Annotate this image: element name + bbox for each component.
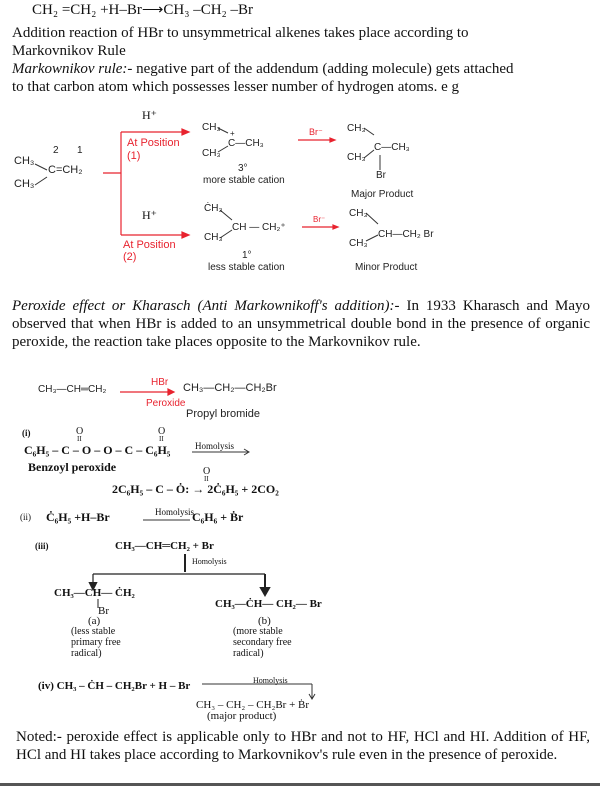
propene: CH₃—CH═CH₂ bbox=[38, 384, 107, 395]
cation1-ch3-bottom: CH₃ bbox=[202, 148, 221, 159]
product2-ch3-bottom: CH₃ bbox=[349, 238, 368, 249]
step-iii-reactant: CH₃—CH═CH₂ + Br bbox=[115, 540, 214, 552]
double-bond-3: II bbox=[204, 475, 209, 483]
radical-a-label: (a) bbox=[88, 615, 101, 627]
step-i-second: 2C₆H₅ – C – Ȯ: → 2Ċ₆H₅ + 2CO₂ bbox=[112, 482, 279, 496]
markovnikov-rule: Markownikov rule:- negative part of the … bbox=[12, 61, 514, 78]
reagent-h-plus-1: H⁺ bbox=[142, 108, 157, 122]
carbonyl-o-3: O bbox=[203, 466, 211, 477]
homolysis-label-2: Homolysis bbox=[155, 507, 195, 517]
product2-ch: CH—CH₂ Br bbox=[378, 229, 434, 240]
position-2-number: (2) bbox=[123, 251, 137, 263]
homolysis-label-4: Homolysis bbox=[253, 676, 288, 685]
propyl-bromide-formula: CH₃—CH₂—CH₂Br bbox=[183, 382, 277, 394]
homolysis-label-1: Homolysis bbox=[195, 441, 235, 451]
radical-a-desc-line: (less stable bbox=[71, 626, 116, 637]
reagent-h-plus-2: H⁺ bbox=[142, 208, 157, 222]
cation1-c: C—CH₃ bbox=[228, 138, 264, 149]
step-iv-product: CH₃ – CH₂ – CH₂Br + Ḃr bbox=[196, 699, 310, 711]
step-ii-label: (ii) bbox=[20, 512, 31, 522]
radical-a-formula: CH₃—CH— ĊH₂ bbox=[54, 587, 135, 599]
rule-label: Markownikov rule:- bbox=[12, 61, 133, 77]
cation2-ch: CH — CH₂⁺ bbox=[232, 222, 286, 233]
intro-line-2: Markovnikov Rule bbox=[12, 43, 126, 59]
bottom-border bbox=[0, 783, 600, 786]
double-bond-2: II bbox=[159, 435, 164, 443]
peroxide-text: In 1933 Kharasch and Mayo observed that … bbox=[12, 298, 590, 350]
radical-b-description: (more stable secondary free radical) bbox=[233, 626, 292, 659]
reagent-hbr: HBr bbox=[151, 377, 169, 388]
radical-b-desc-line: (more stable bbox=[233, 626, 283, 637]
cation2-stability: less stable cation bbox=[208, 262, 285, 273]
position-2-label: At Position bbox=[123, 239, 176, 251]
product1-ch3-bottom: CH₃ bbox=[347, 152, 366, 163]
radical-a-description: (less stable primary free radical) bbox=[71, 626, 121, 659]
cation1-ch3-top: CH₃ bbox=[202, 122, 221, 133]
radical-a-desc-line: radical) bbox=[71, 648, 102, 659]
product1-c: C—CH₃ bbox=[374, 142, 410, 153]
major-product-label: Major Product bbox=[351, 189, 414, 200]
cation1-stability: more stable cation bbox=[203, 175, 285, 186]
nucleophile-1: Br⁻ bbox=[309, 127, 323, 137]
nucleophile-2: Br⁻ bbox=[313, 215, 326, 224]
radical-b-label: (b) bbox=[258, 615, 271, 627]
reagent-peroxide: Peroxide bbox=[146, 398, 186, 409]
radical-a-desc-line: primary free bbox=[71, 637, 121, 648]
cation1-degree: 3° bbox=[238, 163, 248, 174]
peroxide-title: Peroxide effect or Kharasch (Anti Markow… bbox=[12, 298, 400, 314]
radical-b-desc-line: secondary free bbox=[233, 637, 292, 648]
product1-ch3-top: CH₃ bbox=[347, 123, 366, 134]
radical-a-br: Br bbox=[98, 605, 109, 617]
step-ii-right: C₆H₆ + Ḃr bbox=[192, 510, 244, 524]
step-i-label: (i) bbox=[22, 428, 31, 438]
homolysis-label-3: Homolysis bbox=[192, 557, 227, 566]
carbonyl-o-1: O bbox=[76, 426, 84, 437]
reactant-c-ch2: C=CH₂ bbox=[48, 164, 83, 176]
rule-text-2: to that carbon atom which possesses less… bbox=[12, 79, 459, 95]
step-ii-left: Ċ₆H₅ +H–Br bbox=[46, 510, 110, 524]
propyl-bromide-name: Propyl bromide bbox=[186, 408, 260, 420]
position-1-label: At Position bbox=[127, 137, 180, 149]
product2-ch3-top: CH₃ bbox=[349, 208, 368, 219]
carbon-number-1: 1 bbox=[77, 145, 83, 156]
note-paragraph: Noted:- peroxide effect is applicable on… bbox=[16, 729, 590, 763]
carbonyl-o-2: O bbox=[158, 426, 166, 437]
step-iii-label: (iii) bbox=[35, 541, 49, 551]
intro-equation: CH₂ =CH₂ +H–Br⟶CH₃ –CH₂ –Br bbox=[32, 2, 254, 18]
step-iv-formula: (iv) CH₃ – ĊH – CH₂Br + H – Br bbox=[38, 680, 191, 692]
rule-text: negative part of the addendum (adding mo… bbox=[132, 61, 514, 77]
carbon-number-2: 2 bbox=[53, 145, 59, 156]
radical-b-formula: CH₃—ĊH— CH₂— Br bbox=[215, 598, 322, 610]
product1-br: Br bbox=[376, 170, 386, 181]
cation2-degree: 1° bbox=[242, 250, 252, 261]
minor-product-label: Minor Product bbox=[355, 262, 418, 273]
cation2-ch3-bottom: CH₃ bbox=[204, 232, 223, 243]
position-1-number: (1) bbox=[127, 150, 141, 162]
cation1-plus: + bbox=[230, 129, 235, 138]
benzoyl-peroxide-name: Benzoyl peroxide bbox=[28, 460, 117, 474]
step-iv-note: (major product) bbox=[207, 710, 277, 722]
cation2-ch3-top: ĊH₃ bbox=[204, 203, 223, 214]
intro-line-1: Addition reaction of HBr to unsymmetrica… bbox=[12, 25, 469, 41]
reactant-ch3-top: CH₃ bbox=[14, 155, 35, 167]
double-bond-1: II bbox=[77, 435, 82, 443]
peroxide-paragraph: Peroxide effect or Kharasch (Anti Markow… bbox=[12, 297, 590, 351]
radical-b-desc-line: radical) bbox=[233, 648, 264, 659]
reactant-ch3-bottom: CH₃ bbox=[14, 178, 35, 190]
benzoyl-peroxide-formula: C₆H₅ – C – O – O – C – C₆H₅ bbox=[24, 443, 171, 457]
